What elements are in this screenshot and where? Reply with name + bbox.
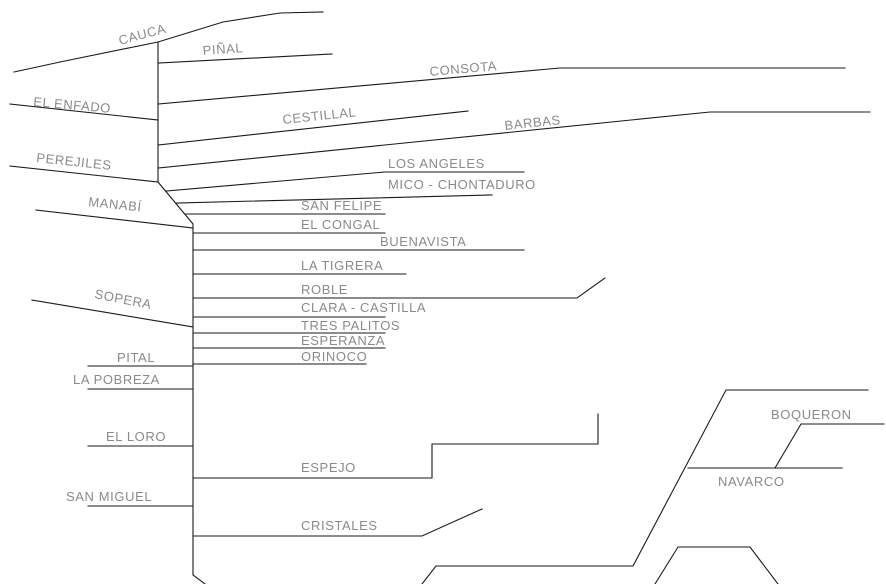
navarco-river-line [421, 389, 869, 584]
cristales-stream-line [192, 508, 483, 537]
river-lines [9, 11, 885, 584]
manabi-stream-line [35, 209, 194, 229]
label-pital: PITAL [117, 350, 155, 365]
label-sopera: SOPERA [93, 286, 153, 312]
label-cauca: CAUCA [117, 21, 168, 48]
label-la-tigrera: LA TIGRERA [301, 258, 383, 273]
label-barbas: BARBAS [504, 112, 562, 133]
label-buenavista: BUENAVISTA [380, 234, 466, 249]
label-cristales: CRISTALES [301, 518, 378, 533]
label-perejiles: PEREJILES [36, 150, 113, 173]
los-angeles-stream-line [165, 171, 525, 192]
espejo-stream-line [192, 413, 599, 479]
consota-stream-line [157, 67, 846, 105]
label-manabi: MANABÍ [88, 194, 143, 215]
perejiles-stream-line [9, 165, 159, 183]
label-el-congal: EL CONGAL [301, 217, 380, 232]
label-tres-palitos: TRES PALITOS [301, 318, 400, 333]
bottom-right-stream-line [654, 546, 779, 584]
label-roble: ROBLE [301, 282, 348, 297]
label-esperanza: ESPERANZA [301, 333, 385, 348]
label-el-loro: EL LORO [106, 429, 166, 444]
label-san-felipe: SAN FELIPE [301, 198, 382, 213]
label-orinoco: ORINOCO [301, 349, 367, 364]
label-el-enfado: EL ENFADO [33, 94, 112, 116]
main-river-line [157, 41, 206, 584]
mico-chontaduro-stream-line [175, 194, 493, 204]
label-los-angeles: LOS ANGELES [388, 156, 485, 171]
roble-stream-line [192, 277, 606, 299]
cestillal-stream-line [157, 110, 469, 146]
boqueron-stream-line [774, 423, 885, 469]
label-cestillal: CESTILLAL [282, 104, 357, 127]
pinal-stream-line [157, 53, 333, 64]
label-boqueron: BOQUERON [771, 407, 852, 422]
label-consota: CONSOTA [429, 58, 498, 79]
el-enfado-stream-line [9, 103, 159, 121]
cauca-river-line [13, 11, 324, 73]
label-espejo: ESPEJO [301, 460, 356, 475]
barbas-stream-line [157, 111, 871, 169]
river-labels: CAUCA PIÑAL CONSOTA EL ENFADO CESTILLAL … [33, 21, 852, 533]
sopera-stream-line [31, 299, 194, 328]
label-pinal: PIÑAL [202, 40, 244, 58]
label-clara-castilla: CLARA - CASTILLA [301, 300, 426, 315]
label-la-pobreza: LA POBREZA [73, 372, 160, 387]
label-navarco: NAVARCO [718, 474, 785, 489]
label-san-miguel: SAN MIGUEL [66, 489, 152, 504]
label-mico-chontaduro: MICO - CHONTADURO [388, 177, 536, 192]
